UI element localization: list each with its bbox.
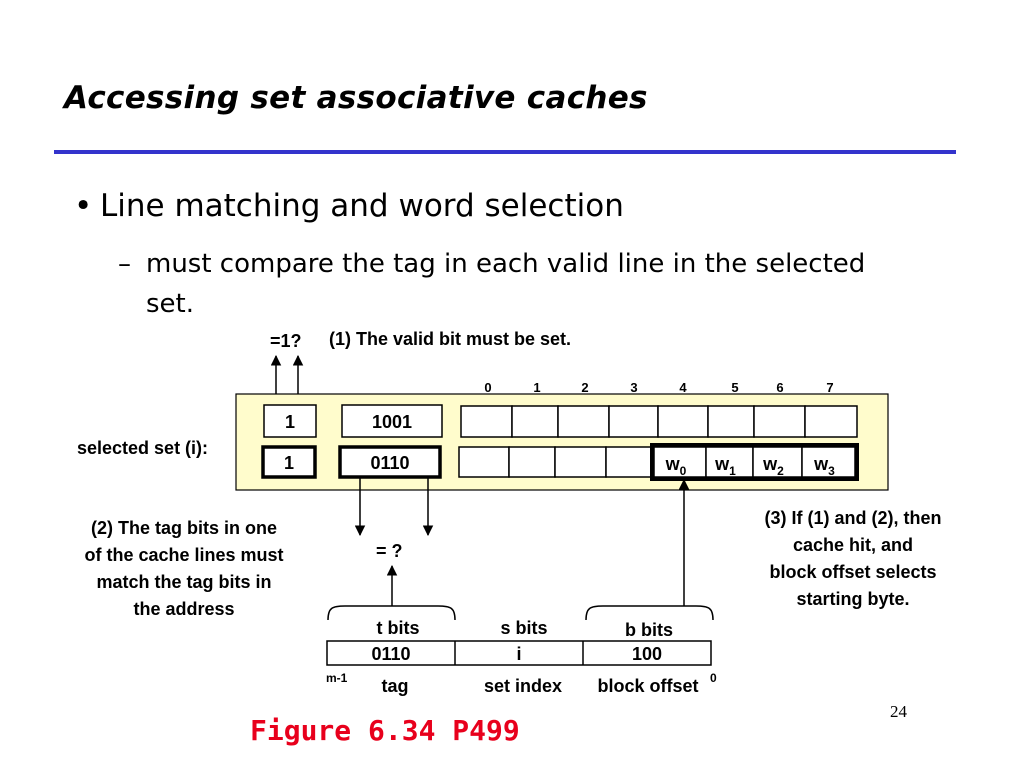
sub-bullet-marker: – — [118, 249, 131, 279]
step3-line: block offset selects — [769, 562, 936, 582]
offset-bits-label: b bits — [625, 620, 673, 640]
byte-index: 5 — [731, 380, 738, 395]
word-label: w3 — [813, 454, 835, 478]
bullet-item: •Line matching and word selection — [74, 188, 624, 224]
title-underline — [54, 150, 956, 154]
step2-text: (2) The tag bits in one of the cache lin… — [84, 518, 283, 619]
step3-line: starting byte. — [796, 589, 909, 609]
line2-valid-bit: 1 — [284, 453, 294, 473]
address-tag-name: tag — [382, 676, 409, 696]
set-bits-label: s bits — [500, 618, 547, 638]
word-cell — [752, 446, 803, 478]
bullet-text: Line matching and word selection — [100, 188, 624, 224]
byte-index: 2 — [581, 380, 588, 395]
line2-tag-cell — [338, 445, 442, 479]
bullet-marker: • — [74, 188, 93, 224]
byte-index: 3 — [630, 380, 637, 395]
address-set-value: i — [516, 644, 521, 664]
line2-valid-cell — [261, 445, 317, 479]
step3-text: (3) If (1) and (2), then cache hit, and … — [765, 508, 942, 609]
address-tag-value: 0110 — [371, 644, 410, 664]
line1-block-byte — [557, 405, 610, 438]
sub-bullet-item: – must compare the tag in each valid lin… — [118, 244, 878, 324]
word-cell — [705, 446, 754, 478]
selected-set-label: selected set (i): — [77, 438, 208, 458]
address-box — [326, 640, 712, 666]
word-label: w2 — [762, 454, 784, 478]
line2-block-byte — [508, 446, 556, 478]
tag-brace — [327, 605, 456, 621]
address-set-name: set index — [484, 676, 562, 696]
line2-block — [458, 446, 655, 478]
line2-block-byte — [458, 446, 510, 478]
valid-check-label: =1? — [270, 331, 302, 351]
step2-line: (2) The tag bits in one — [91, 518, 277, 538]
line1-valid-bit: 1 — [285, 412, 295, 432]
line1-block-byte — [707, 405, 755, 438]
address-offset-value: 100 — [632, 644, 662, 664]
line1-tag-cell — [341, 404, 443, 438]
step3-line: (3) If (1) and (2), then — [765, 508, 942, 528]
tag-compare-label: = ? — [376, 541, 403, 561]
word-cell — [801, 446, 856, 478]
line1-valid-cell — [263, 404, 317, 438]
tag-bits-label: t bits — [377, 618, 420, 638]
selected-words-box — [650, 443, 859, 481]
line2-tag: 0110 — [370, 453, 409, 473]
step2-line: the address — [133, 599, 234, 619]
page-number: 24 — [890, 702, 907, 721]
word-labels: w0 w1 w2 w3 — [653, 446, 856, 478]
line1-block-byte — [608, 405, 659, 438]
byte-index: 4 — [679, 380, 687, 395]
line2-block-byte — [605, 446, 655, 478]
line1-block-byte — [511, 405, 559, 438]
offset-brace — [585, 605, 714, 621]
line2-block-byte — [554, 446, 607, 478]
line1-block-byte — [657, 405, 709, 438]
line1-block-byte — [804, 405, 858, 438]
word-cell — [653, 446, 707, 478]
step2-line: match the tag bits in — [96, 572, 271, 592]
line1-block — [460, 405, 858, 438]
byte-index: 0 — [484, 380, 491, 395]
byte-index: 7 — [826, 380, 833, 395]
address-msb-label: m-1 — [326, 671, 348, 685]
address-lsb-label: 0 — [710, 671, 717, 685]
step1-text: (1) The valid bit must be set. — [329, 329, 571, 349]
sub-bullet-text: must compare the tag in each valid line … — [146, 249, 866, 319]
figure-caption: Figure 6.34 P499 — [250, 714, 520, 747]
address-offset-name: block offset — [597, 676, 698, 696]
slide-title: Accessing set associative caches — [64, 80, 648, 116]
step3-line: cache hit, and — [793, 535, 913, 555]
line1-block-byte — [753, 405, 806, 438]
line1-block-byte — [460, 405, 513, 438]
byte-index: 6 — [776, 380, 783, 395]
byte-index: 1 — [533, 380, 540, 395]
line1-tag: 1001 — [372, 412, 412, 432]
step2-line: of the cache lines must — [84, 545, 283, 565]
byte-index-row: 0 1 2 3 4 5 6 7 — [484, 380, 833, 395]
word-label: w1 — [714, 454, 736, 478]
word-label: w0 — [665, 454, 687, 478]
